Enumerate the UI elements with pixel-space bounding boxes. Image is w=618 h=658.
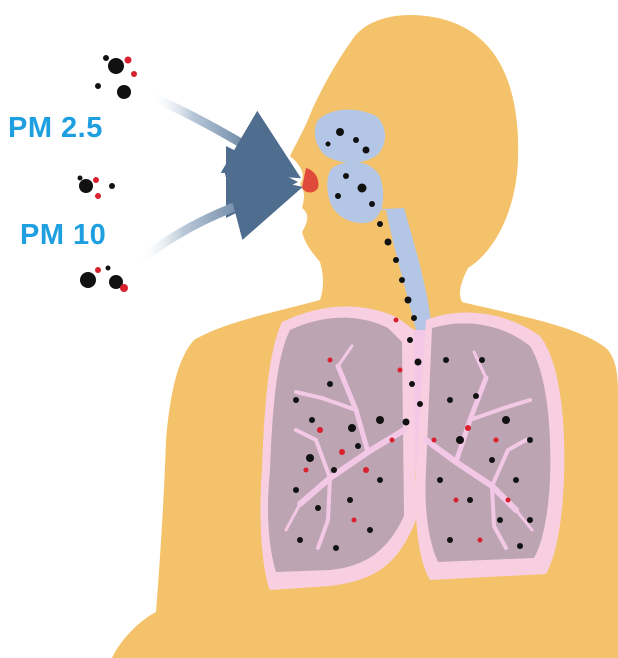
particle [479, 357, 485, 363]
particle [293, 397, 299, 403]
particle [506, 498, 511, 503]
particle [339, 449, 345, 455]
particle [454, 498, 459, 503]
particle [437, 477, 443, 483]
particle [473, 393, 479, 399]
particle [447, 397, 453, 403]
particle [306, 454, 314, 462]
particle [456, 436, 464, 444]
particle [405, 297, 412, 304]
particle [398, 368, 403, 373]
particle [335, 193, 341, 199]
particle [399, 277, 405, 283]
particle [363, 147, 370, 154]
particle [369, 201, 375, 207]
particle [407, 337, 413, 343]
particle [403, 419, 410, 426]
particle [347, 497, 353, 503]
particle [443, 357, 449, 363]
particle [353, 137, 359, 143]
particle [358, 184, 367, 193]
particle [390, 438, 395, 443]
particle [409, 381, 415, 387]
particle [393, 257, 399, 263]
particle [411, 315, 417, 321]
particle-cluster-icon [78, 176, 116, 200]
inhalation-arrow-icon [150, 96, 270, 160]
particle [336, 128, 344, 136]
particle [317, 427, 323, 433]
particle [352, 518, 357, 523]
particle [478, 538, 483, 543]
particle [502, 416, 510, 424]
inhalation-arrow-icon [138, 196, 268, 262]
particle [348, 424, 356, 432]
particle [315, 505, 321, 511]
particle [333, 545, 339, 551]
particle [328, 358, 333, 363]
particle [517, 543, 523, 549]
pm10-label: PM 10 [20, 221, 106, 250]
particle [527, 437, 533, 443]
particle [394, 318, 399, 323]
particle [513, 477, 519, 483]
particle [417, 401, 423, 407]
pm25-label: PM 2.5 [8, 114, 103, 143]
particle [355, 443, 361, 449]
particle-cluster-icon [95, 55, 137, 99]
particle [447, 537, 453, 543]
particle [527, 517, 533, 523]
particle [331, 467, 337, 473]
particle [367, 527, 373, 533]
particle [293, 487, 299, 493]
particle [326, 142, 331, 147]
particle [304, 468, 309, 473]
particle [432, 438, 437, 443]
particle-cluster-icon [80, 266, 128, 293]
particle [467, 497, 473, 503]
particle [494, 438, 499, 443]
particle [465, 425, 471, 431]
particle [497, 517, 503, 523]
particle [377, 221, 383, 227]
nasal-cavity [315, 110, 385, 163]
particle [343, 173, 349, 179]
particle [309, 417, 315, 423]
particle [376, 416, 384, 424]
particle [363, 467, 369, 473]
particle [377, 477, 383, 483]
particle [415, 359, 422, 366]
inhalation-arrows [134, 96, 270, 262]
particle [385, 239, 392, 246]
particle [489, 457, 495, 463]
particle [297, 537, 303, 543]
particle [327, 381, 333, 387]
